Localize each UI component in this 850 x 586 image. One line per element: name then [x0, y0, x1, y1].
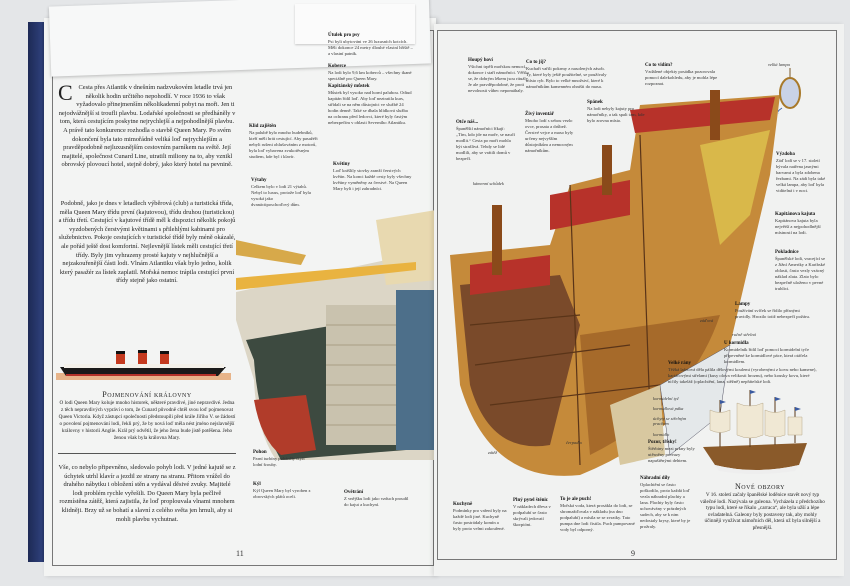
- callout-splinters: Pozor, třísky!Štěrbiny mezi prkny byly u…: [648, 440, 695, 463]
- label-ballast: zátěž: [488, 450, 497, 455]
- label-tiller: kormidelní tyč: [653, 396, 679, 401]
- label-whipstaff: kormidlová páka: [653, 406, 684, 411]
- bottom-paragraph: Vše, co nebylo připevněno, sledovalo poh…: [58, 464, 236, 523]
- label-powder: úchyty se střelným prachem: [653, 416, 687, 426]
- naming-heading: Pojmenování královny: [102, 390, 192, 399]
- label-stairs: kámenní schůdek: [473, 181, 504, 186]
- label-stern: záďová: [700, 318, 714, 323]
- galleon-cutaway-illustration: [430, 85, 800, 495]
- new-horizons-heading: Nové obzory: [735, 482, 785, 491]
- callout-prayer: Otče náš...Španělští námořníci říkají: „…: [456, 120, 515, 161]
- label-stern-lamp: velká lampa: [768, 62, 790, 67]
- page-number-left: 11: [236, 549, 244, 558]
- galleon-ship-illustration: [695, 385, 815, 477]
- page-number-right: 9: [631, 549, 635, 558]
- naming-paragraph: O lodi Queen Mary koluje mnoho historek,…: [58, 400, 236, 441]
- torn-page-flap: [295, 4, 415, 44]
- label-rudder: kormidlo: [653, 432, 670, 437]
- divider: [58, 453, 236, 454]
- right-page-frame: [437, 30, 837, 560]
- drop-cap: C: [58, 80, 73, 105]
- queen-mary-cutaway-illustration: [236, 200, 436, 470]
- label-stern-window: ručně střelná: [732, 332, 756, 337]
- callout-food: Co to jíj?Kuchaři vařili pokrmy z nasole…: [526, 60, 607, 89]
- callout-telescope: Co to vidím?Vzdálené objekty posádka poz…: [645, 63, 718, 86]
- queen-mary-thumbnail: [56, 345, 231, 380]
- new-horizons-paragraph: V 16. století začaly španělské loděnice …: [700, 492, 825, 531]
- class-paragraph: Podobně, jako je dnes v letadlech výběro…: [58, 200, 236, 285]
- label-pump: čerpadlo: [566, 440, 582, 445]
- stern-lantern-icon: [777, 68, 802, 115]
- callout-bilge: To je ale puch!Mořská voda, která prosák…: [560, 497, 635, 532]
